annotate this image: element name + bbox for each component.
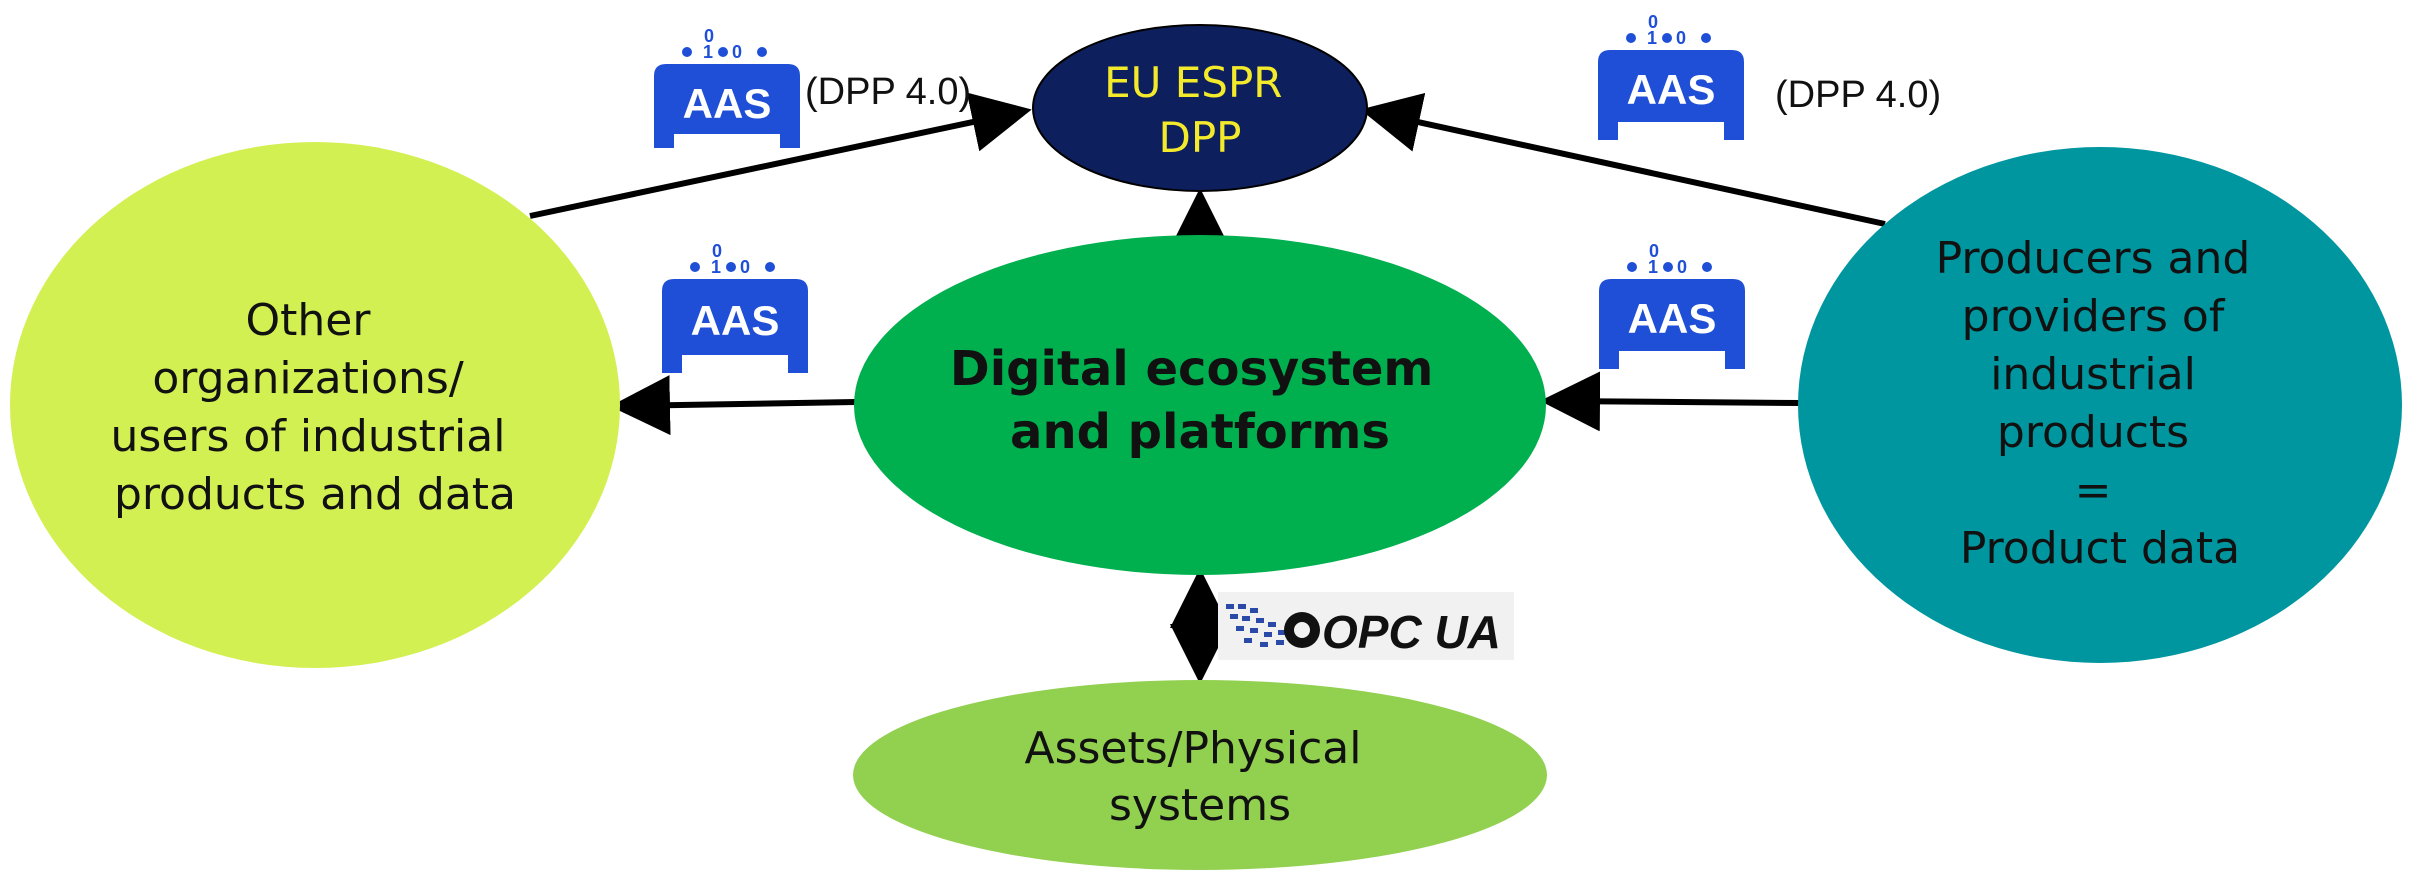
aas-bit-2: 0: [1677, 257, 1687, 277]
aas-bit-2: 0: [740, 257, 750, 277]
svg-text:Digital ecosystem and pl: Digital ecosystem and platforms: [950, 341, 1450, 460]
aas-badge-top-left: 0 1 0 AAS (DPP 4.0): [654, 26, 971, 148]
producers-ellipse: [1798, 147, 2402, 663]
other-organizations-ellipse: [10, 142, 620, 668]
aas-icon: 0 1 0 AAS: [662, 241, 808, 373]
other-orgs-line-1: Other: [246, 295, 372, 346]
producers-line-6: Product data: [1960, 523, 2240, 574]
node-other-organizations: Other organizations/ users of industrial…: [10, 142, 620, 668]
producers-line-4: products: [1997, 407, 2189, 458]
aas-badge-mid-left: 0 1 0 AAS: [662, 241, 808, 373]
opc-ua-text: OPC UA: [1322, 606, 1501, 658]
svg-text:Assets/Physical systems: Assets/Physical systems: [1024, 723, 1375, 831]
aas-bit-1: 1: [711, 257, 721, 277]
node-producers: Producers and providers of industrial pr…: [1798, 147, 2402, 663]
aas-bit-0: 0: [1649, 241, 1659, 261]
assets-ellipse: [853, 680, 1547, 870]
svg-text:Producers and providers: Producers and providers of industrial pr…: [1936, 233, 2265, 574]
digital-ecosystem-line-1: Digital ecosystem: [950, 341, 1434, 397]
aas-icon: 0 1 0 AAS: [1599, 241, 1745, 369]
arrow-producers-to-ecosystem: [1540, 371, 1801, 432]
producers-line-3: industrial: [1990, 349, 2196, 400]
opc-ua-logo: OPC UA: [1218, 592, 1514, 660]
aas-label: AAS: [691, 297, 780, 344]
digital-ecosystem-line-2: and platforms: [1010, 404, 1390, 460]
arrow-producers-to-eu: [1360, 92, 1886, 227]
arrow-ecosystem-to-other: [610, 375, 856, 436]
producers-line-2: providers of: [1962, 291, 2226, 342]
aas-bit-2: 0: [732, 42, 742, 62]
other-orgs-line-4: products and data: [114, 469, 516, 520]
aas-icon: 0 1 0 AAS: [654, 26, 800, 148]
eu-espr-line-2: DPP: [1159, 113, 1242, 162]
svg-text:EU ESPR DPP: EU ESPR DPP: [1104, 58, 1296, 162]
aas-note: (DPP 4.0): [1775, 74, 1941, 116]
svg-text:Other organizations/: Other organizations/ users of industrial…: [111, 295, 520, 520]
eu-espr-line-1: EU ESPR: [1104, 58, 1282, 107]
aas-label: AAS: [1628, 295, 1717, 342]
aas-badge-top-right: 0 1 0 AAS (DPP 4.0): [1598, 12, 1941, 140]
aas-bit-0: 0: [1648, 12, 1658, 32]
aas-note: (DPP 4.0): [805, 71, 971, 113]
arrow-other-to-eu: [529, 92, 1032, 219]
eu-espr-ellipse: [1032, 24, 1368, 192]
aas-bit-0: 0: [712, 241, 722, 261]
assets-line-2: systems: [1109, 780, 1291, 831]
other-orgs-line-3: users of industrial: [111, 411, 506, 462]
arrows: [529, 92, 1886, 684]
aas-badge-mid-right: 0 1 0 AAS: [1599, 241, 1745, 369]
aas-bit-1: 1: [703, 42, 713, 62]
assets-line-1: Assets/Physical: [1024, 723, 1361, 774]
aas-label: AAS: [1627, 66, 1716, 113]
opc-ua-swoosh-icon: [1226, 604, 1286, 647]
producers-line-5: =: [2075, 465, 2112, 516]
other-orgs-line-2: organizations/: [152, 353, 464, 404]
producers-line-1: Producers and: [1936, 233, 2251, 284]
aas-icon: 0 1 0 AAS: [1598, 12, 1744, 140]
node-eu-espr-dpp: EU ESPR DPP: [1032, 24, 1368, 192]
digital-ecosystem-ellipse: [854, 235, 1546, 575]
node-assets: Assets/Physical systems: [853, 680, 1547, 870]
node-digital-ecosystem: Digital ecosystem and platforms: [854, 235, 1546, 575]
aas-bit-1: 1: [1647, 28, 1657, 48]
aas-bit-1: 1: [1648, 257, 1658, 277]
aas-bit-0: 0: [704, 26, 714, 46]
aas-bit-2: 0: [1676, 28, 1686, 48]
aas-label: AAS: [683, 80, 772, 127]
